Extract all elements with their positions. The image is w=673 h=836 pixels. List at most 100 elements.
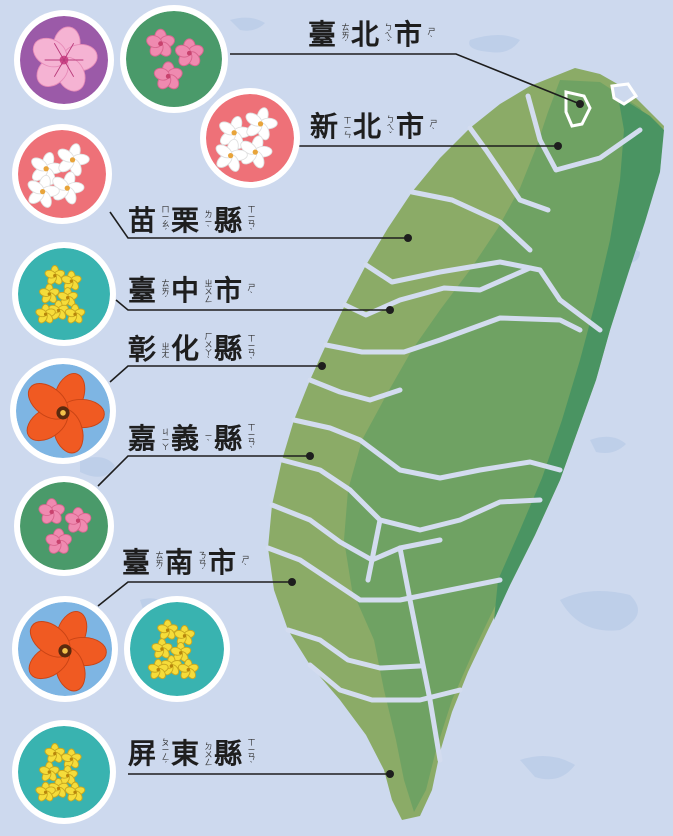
zhuyin-annotation: ㄆㄧㄥˊ (161, 738, 171, 770)
east-coast-band (494, 96, 664, 620)
label-char: 彰ㄓㄤ (128, 333, 171, 366)
han-character: 彰 (128, 333, 157, 366)
label-char: 中ㄓㄨㄥ (171, 274, 214, 307)
han-character: 北 (351, 18, 380, 51)
han-character: 新 (310, 110, 339, 143)
label-char: 北ㄅㄟˇ (353, 112, 396, 142)
zhuyin-annotation: ㄅㄟˇ (384, 22, 394, 48)
tung-blossom-icon (12, 124, 112, 224)
keelung-outline (610, 82, 639, 106)
han-character: 化 (171, 331, 200, 365)
zhuyin-annotation: ㄒㄧㄢˋ (247, 423, 257, 455)
zhuyin-annotation: ㄓㄨㄥ (204, 279, 214, 303)
label-char: 義ㄧˋ (171, 422, 214, 456)
zhuyin-annotation: ㄊㄞˊ (161, 278, 171, 304)
zhuyin-annotation: ㄕˋ (247, 282, 257, 300)
azalea-icon (14, 10, 114, 110)
golden-shower-icon (12, 242, 116, 346)
kapok-icon (16, 364, 110, 458)
azalea-icon (20, 16, 108, 104)
tung-blossom-icon (206, 94, 294, 182)
label-char: 縣ㄒㄧㄢˋ (214, 332, 257, 366)
golden-shower-icon (130, 602, 224, 696)
han-character: 市 (208, 546, 237, 579)
county-boundaries (265, 93, 643, 763)
zhuyin-annotation: ㄇㄧㄠˊ (161, 205, 171, 237)
han-character: 市 (394, 18, 423, 51)
zhuyin-annotation: ㄕˋ (427, 26, 437, 44)
han-character: 縣 (214, 736, 243, 770)
golden-shower-icon (18, 726, 110, 818)
zhuyin-annotation: ㄕˋ (241, 554, 251, 572)
leader-dots (288, 100, 584, 778)
label-char: 臺ㄊㄞˊ (122, 546, 165, 579)
mountain-band (344, 80, 660, 812)
han-character: 臺 (308, 18, 337, 51)
han-character: 中 (171, 274, 200, 307)
label-char: 栗ㄌㄧˋ (171, 204, 214, 238)
zhuyin-annotation: ㄋㄢˊ (198, 550, 208, 576)
han-character: 縣 (214, 203, 243, 237)
tung-blossom-icon (200, 88, 300, 188)
badge-face (20, 482, 108, 570)
cherry-blossom-icon (120, 5, 228, 113)
golden-shower-icon (18, 248, 110, 340)
badge-face (20, 16, 108, 104)
kapok-icon (12, 596, 118, 702)
zhuyin-annotation: ㄧˋ (204, 431, 214, 448)
badge-face (130, 602, 224, 696)
label-char: 新ㄒㄧㄣ (310, 110, 353, 143)
label-char: 市ㄕˋ (214, 274, 257, 307)
han-character: 東 (171, 737, 200, 771)
label-char: 縣ㄒㄧㄢˋ (214, 203, 257, 237)
han-character: 臺 (122, 546, 151, 579)
leader-lines (97, 53, 581, 775)
label-char: 化ㄏㄨㄚˋ (171, 331, 213, 365)
golden-shower-icon (12, 720, 116, 824)
han-character: 臺 (128, 274, 157, 307)
zhuyin-annotation: ㄒㄧㄢˋ (247, 333, 257, 365)
han-character: 縣 (214, 332, 243, 366)
cherry-blossom-icon (14, 476, 114, 576)
label-char: 市ㄕˋ (208, 546, 251, 579)
han-character: 屏 (128, 736, 157, 770)
label-char: 縣ㄒㄧㄢˋ (214, 736, 257, 770)
zhuyin-annotation: ㄅㄟˇ (386, 114, 396, 140)
label-char: 市ㄕˋ (394, 18, 437, 51)
taipei-outline (564, 90, 592, 128)
kapok-icon (10, 358, 116, 464)
label-char: 屏ㄆㄧㄥˊ (128, 736, 171, 770)
han-character: 義 (171, 422, 200, 456)
zhuyin-annotation: ㄌㄧˋ (204, 209, 214, 234)
label-char: 嘉ㄐㄧㄚ (128, 422, 170, 456)
badge-face (206, 94, 294, 182)
zhuyin-annotation: ㄊㄞˊ (155, 550, 165, 576)
label-char: 北ㄅㄟˇ (351, 18, 394, 51)
cherry-blossom-icon (126, 11, 222, 107)
han-character: 栗 (171, 204, 200, 238)
kapok-icon (18, 602, 112, 696)
zhuyin-annotation: ㄒㄧㄢˋ (247, 738, 257, 770)
badge-face (18, 248, 110, 340)
label-char: 臺ㄊㄞˊ (128, 274, 171, 307)
zhuyin-annotation: ㄒㄧㄣ (343, 115, 353, 139)
zhuyin-annotation: ㄒㄧㄢˋ (247, 205, 257, 237)
zhuyin-annotation: ㄕˋ (429, 118, 439, 136)
han-character: 南 (165, 546, 194, 579)
tung-blossom-icon (18, 130, 106, 218)
zhuyin-annotation: ㄓㄤ (161, 342, 171, 358)
han-character: 市 (396, 110, 425, 143)
label-char: 市ㄕˋ (396, 110, 439, 143)
han-character: 嘉 (128, 422, 157, 456)
han-character: 市 (214, 274, 243, 307)
zhuyin-annotation: ㄊㄞˊ (341, 22, 351, 48)
label-char: 南ㄋㄢˊ (165, 546, 208, 579)
